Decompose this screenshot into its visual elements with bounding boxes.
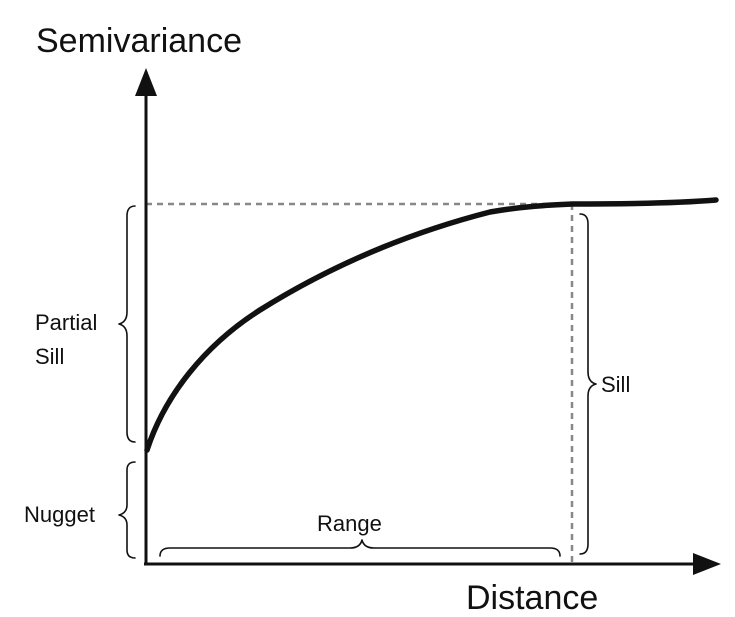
range-brace xyxy=(159,539,561,557)
nugget-brace xyxy=(118,461,136,559)
x-axis-label: Distance xyxy=(466,579,598,617)
x-axis-arrow-icon xyxy=(693,553,721,575)
y-axis-arrow-icon xyxy=(135,68,157,96)
partial-sill-brace xyxy=(118,205,136,443)
partial-sill-label-line1: Partial xyxy=(35,310,97,335)
sill-label: Sill xyxy=(601,372,630,397)
range-label: Range xyxy=(317,511,382,536)
sill-brace xyxy=(579,213,597,555)
y-axis-label: Semivariance xyxy=(36,22,242,60)
nugget-label: Nugget xyxy=(24,502,95,527)
semivariogram-curve xyxy=(144,197,719,453)
partial-sill-label-line2: Sill xyxy=(35,344,64,369)
